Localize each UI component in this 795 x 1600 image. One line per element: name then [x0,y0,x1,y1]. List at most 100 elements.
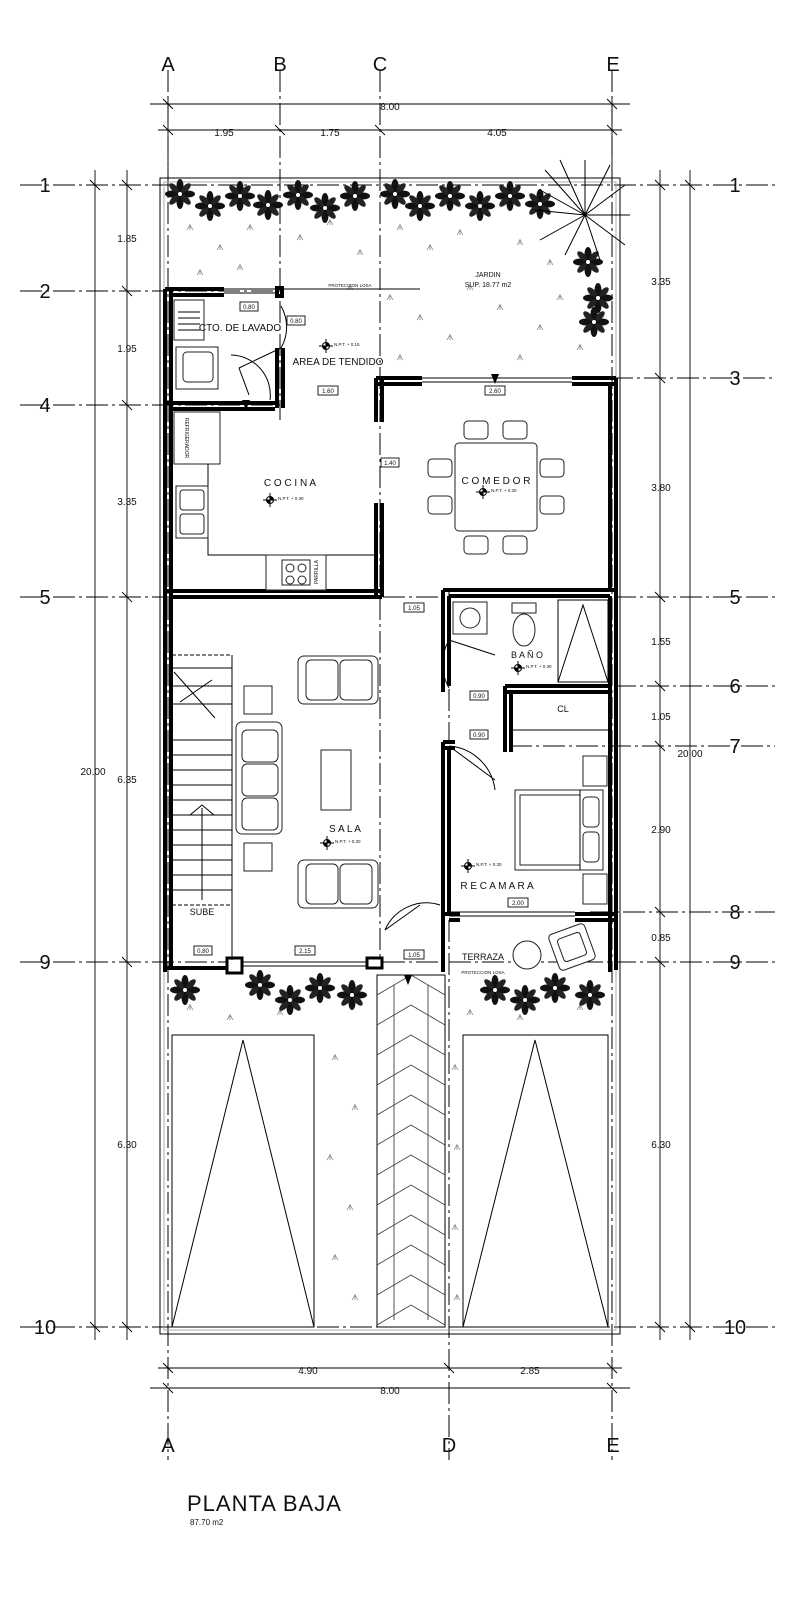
dining-label: C O M E D O R [462,476,531,487]
npt-label: N.P.T. + 0.30 [491,488,517,493]
dim-right-total: 20.00 [677,749,702,760]
opening-label: 0.90 [473,694,485,700]
axis-label: 1 [39,175,50,197]
axis-label: E [606,54,619,76]
bath-fixtures [452,599,609,683]
palm-icon [534,159,630,261]
dim-right-part: 1.05 [651,712,671,723]
laundry-label: CTO. DE LAVADO [199,323,281,334]
opening-label: 1.60 [322,389,334,395]
axis-label: 9 [39,952,50,974]
axis-labels-bottom: A D E [161,1435,619,1457]
dim-bottom-part: 4.90 [298,1366,318,1377]
axis-label: A [161,54,175,76]
entry-arrow-icon [242,400,250,410]
dim-right-part: 3.80 [651,483,671,494]
axis-label: 10 [724,1317,746,1339]
page-title: PLANTA BAJA [187,1491,342,1516]
axis-label: E [606,1435,619,1457]
npt-label: N.P.T. + 0.15 [334,342,360,347]
stairs [171,654,233,960]
dim-top-part: 1.75 [320,128,340,139]
axis-label: 10 [34,1317,56,1339]
kitchen-fixtures: REFRIGERADOR PARRILLA [173,411,376,591]
dim-top-part: 4.05 [487,128,507,139]
opening-label: 0.80 [290,319,302,325]
axis-label: 9 [729,952,740,974]
terrace-label: TERRAZA [462,952,504,962]
axis-label: 3 [729,368,740,390]
axis-label: 4 [39,395,50,417]
dim-right-part: 2.90 [651,825,671,836]
living-furniture [235,655,379,909]
walls [163,286,618,975]
npt-label: N.P.T. + 0.30 [526,664,552,669]
dim-bottom-total: 8.00 [380,1386,400,1397]
entry-arrow-icon [404,975,412,985]
lot-boundary [159,177,621,1335]
axis-labels-right: 1 3 5 6 7 8 9 10 [724,175,746,1339]
axis-label: D [442,1435,456,1457]
bed-icon [514,755,608,905]
windows [224,288,575,967]
entry-arrow-icon [491,374,499,384]
npt-label: N.P.T. + 0.30 [278,496,304,501]
opening-label: 2.00 [512,901,524,907]
opening-label: 1.40 [384,461,396,467]
opening-label: 2.15 [299,949,311,955]
living-label: S A L A [329,824,361,835]
kitchen-label: C O C I N A [264,478,317,489]
dim-right-part: 3.35 [651,277,671,288]
axis-label: C [373,54,387,76]
dimensions-top [150,96,630,180]
axis-label: 7 [729,736,740,758]
opening-label: 2.60 [489,389,501,395]
slab-protection-label: PROTECCION LOSA [328,283,371,288]
dim-right-part: 1.55 [651,637,671,648]
dim-left-part: 6.30 [117,1140,137,1151]
opening-label: 1.05 [408,953,420,959]
walkway-pavers [376,974,446,1328]
axis-label: 5 [39,587,50,609]
axis-label: 1 [729,175,740,197]
dim-left-part: 3.35 [117,497,137,508]
dimensions-left [89,170,133,1340]
terrace-furniture [512,923,596,971]
dim-top-part: 1.95 [214,128,234,139]
closet-label: CL [557,704,569,714]
dim-bottom-part: 2.85 [520,1366,540,1377]
laundry-fixtures [173,299,219,390]
dim-left-total: 20.00 [80,767,105,778]
opening-label: 1.05 [408,606,420,612]
opening-label: 0.90 [473,733,485,739]
axis-labels-left: 1 2 4 5 9 10 [34,175,56,1339]
hanging-area-label: AREA DE TENDIDO [293,357,384,368]
axis-label: B [273,54,286,76]
grill-label: PARRILLA [314,559,320,583]
opening-label: 0.80 [197,949,209,955]
dim-left-part: 1.85 [117,234,137,245]
axis-label: 2 [39,281,50,303]
garden-label: JARDIN [475,272,500,279]
bath-label: B A Ñ O [511,650,543,660]
npt-label: N.P.T. + 0.30 [335,839,361,844]
axis-label: 5 [729,587,740,609]
dim-top-total: 8.00 [380,102,400,113]
doors [230,305,496,931]
dim-left-part: 1.95 [117,344,137,355]
bedroom-label: R E C A M A R A [460,881,534,892]
axis-label: A [161,1435,175,1457]
dim-right-part: 0.85 [651,933,671,944]
dimensions-right [654,170,696,1340]
axis-labels-top: A B C E [161,54,619,76]
fridge-label: REFRIGERADOR [183,418,189,459]
dim-left-part: 6.35 [117,775,137,786]
garden-area: SUP. 18.77 m2 [465,282,512,289]
axis-label: 6 [729,676,740,698]
dim-right-part: 6.30 [651,1140,671,1151]
page-subtitle: 87.70 m2 [190,1518,224,1527]
opening-label: 0.80 [243,305,255,311]
slab-protection-label: PROTECCION LOSA [461,970,504,975]
dining-table [427,420,565,555]
